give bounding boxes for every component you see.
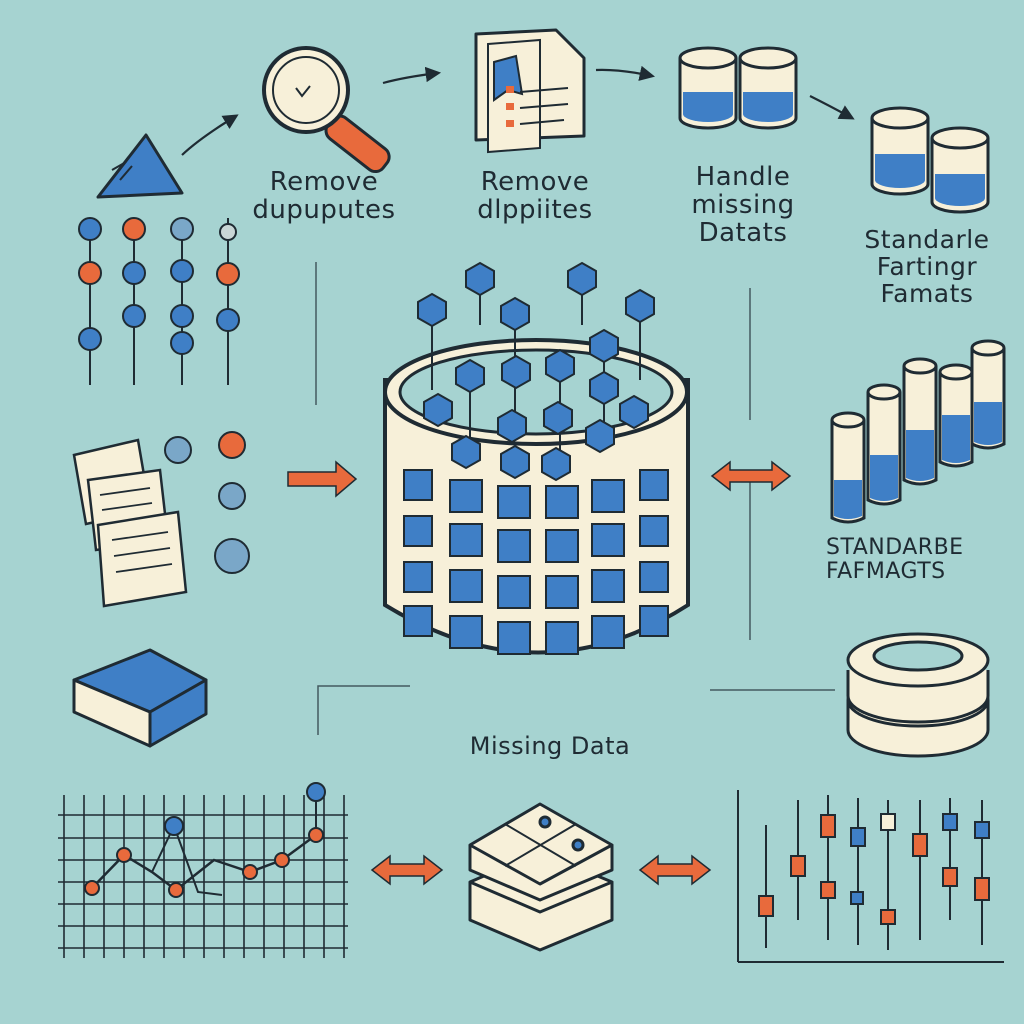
arrow-icon <box>287 460 358 498</box>
dot-column <box>164 431 250 574</box>
label-line: dlppiites <box>477 195 593 226</box>
flow-arrows-top <box>181 65 855 156</box>
magnifier-icon <box>262 46 391 174</box>
label-line: STANDARBE <box>826 535 964 560</box>
label-line: Remove <box>269 167 379 197</box>
label-line: Fartingr <box>876 252 978 281</box>
label-line: dupuputes <box>252 195 396 226</box>
label-standardize-mid: STANDARBE FAFMAGTS <box>826 536 1012 584</box>
tube-chart-icon <box>830 339 1006 524</box>
box-icon <box>72 648 208 748</box>
arrow-icon <box>710 460 792 492</box>
guide-lines <box>315 262 835 735</box>
arrow-icon <box>595 65 656 81</box>
dot-matrix <box>78 217 240 385</box>
arrow-icon <box>382 66 442 85</box>
paper-stack-icon <box>72 438 188 608</box>
tray-icon <box>468 802 614 952</box>
label-line: FAFMAGTS <box>826 558 946 584</box>
label-remove-duplicates-1: Remove dupuputes <box>244 168 404 224</box>
candlestick-chart-icon <box>737 790 1004 963</box>
label-line: Handle <box>695 162 791 192</box>
line-chart-icon <box>58 782 348 958</box>
triangle-icon <box>96 133 184 199</box>
label-line: Missing Data <box>469 732 631 760</box>
label-line: missing <box>691 190 795 221</box>
label-line: Famats <box>880 279 974 308</box>
arrow-icon <box>638 854 712 886</box>
database-icon <box>383 261 690 655</box>
label-handle-missing: Handle missing Datats <box>668 163 818 247</box>
label-line: Standarle <box>864 225 990 254</box>
ring-stack-icon <box>846 632 990 758</box>
label-line: Datats <box>698 218 788 249</box>
label-standardize-top: Standarle Fartingr Famats <box>834 226 1020 307</box>
arrow-icon <box>181 114 239 156</box>
document-icon <box>474 28 586 154</box>
label-remove-duplicates-2: Remove dlppiites <box>455 168 615 224</box>
arrow-icon <box>370 854 444 886</box>
cylinder-icon <box>678 46 798 130</box>
cylinder-icon <box>870 106 990 214</box>
arrow-icon <box>809 95 855 120</box>
label-line: Remove <box>480 167 590 197</box>
label-missing-data: Missing Data <box>420 732 680 760</box>
